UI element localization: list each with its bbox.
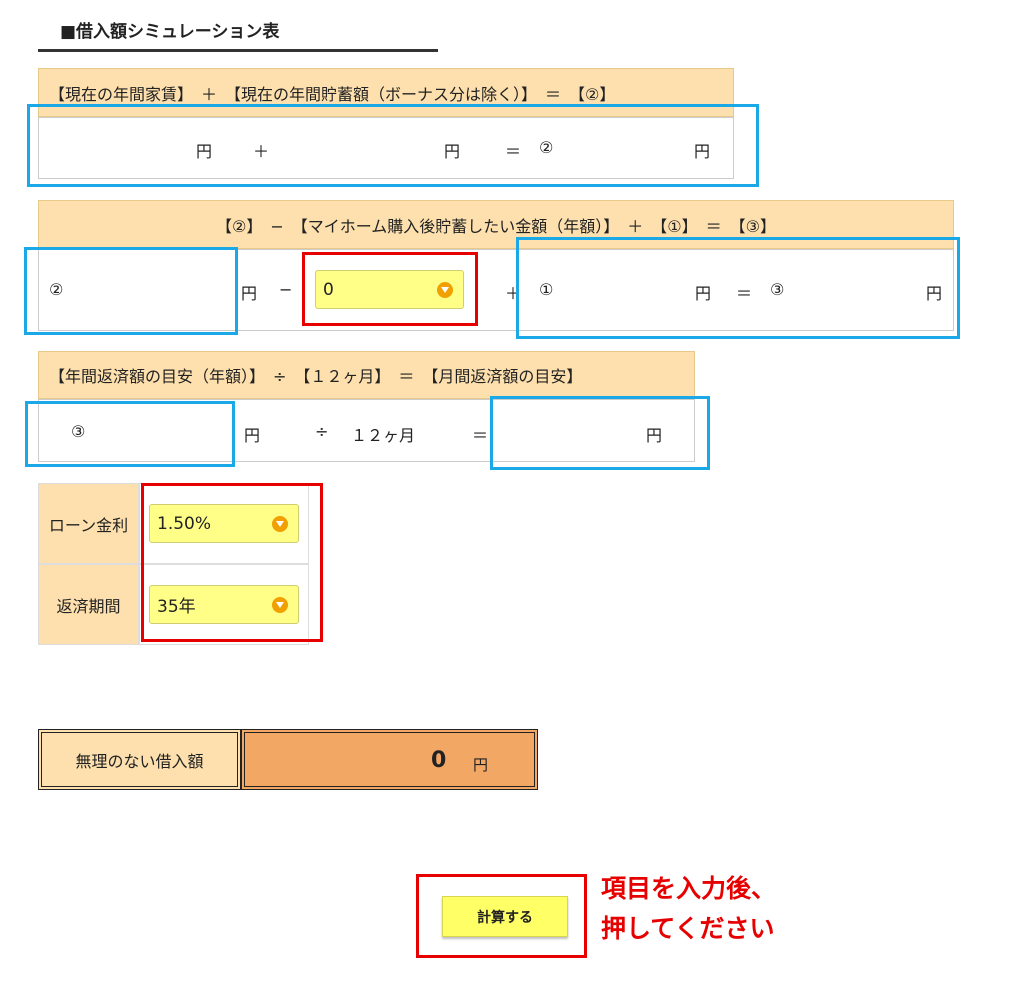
yen-label: 円	[241, 284, 258, 303]
equals-sign: ＝	[472, 426, 489, 445]
minus-sign: −	[279, 280, 293, 299]
calculate-button-label: 計算する	[477, 909, 533, 926]
chevron-down-icon	[437, 281, 453, 298]
section2-header: 【②】 − 【マイホーム購入後貯蓄したい金額（年額）】 ＋ 【①】 ＝ 【③】	[38, 200, 954, 249]
select-value: 35年	[157, 597, 196, 617]
highlight-box-red	[141, 483, 323, 642]
result-value-cell: 0 円	[241, 729, 538, 790]
circle-2-label: ②	[539, 138, 554, 157]
instruction-line-2: 押してください	[601, 914, 775, 943]
highlight-box	[516, 237, 960, 339]
section1-row: 円 ＋ 円 ＝ ② 円	[38, 117, 734, 179]
loan-rate-label: ローン金利	[48, 515, 129, 535]
section3-header: 【年間返済額の目安（年額）】 ÷ 【１２ヶ月】 ＝ 【月間返済額の目安】	[38, 351, 695, 399]
highlight-box	[24, 247, 238, 335]
section2-header-text: 【②】 − 【マイホーム購入後貯蓄したい金額（年額）】 ＋ 【①】 ＝ 【③】	[216, 216, 776, 236]
circle-3-label: ③	[71, 422, 86, 441]
circle-2-label: ②	[49, 280, 64, 299]
loan-period-select[interactable]: 35年	[149, 585, 299, 624]
section3-row: ③ 円 ÷ １２ヶ月 ＝ 円	[38, 399, 695, 462]
highlight-box	[27, 104, 759, 187]
yen-label: 円	[926, 284, 943, 303]
result-label: 無理のない借入額	[75, 751, 204, 771]
highlight-box	[490, 396, 710, 470]
page-title: ■借入額シミュレーション表	[60, 22, 280, 42]
highlight-box	[25, 401, 235, 467]
instruction-note: 項目を入力後、 押してください	[601, 869, 776, 949]
yen-label: 円	[694, 142, 711, 161]
loan-period-label: 返済期間	[56, 596, 121, 616]
circle-3-label: ③	[770, 280, 785, 299]
chevron-down-icon	[272, 515, 288, 532]
yen-label: 円	[444, 142, 461, 161]
section1-header: 【現在の年間家賃】 ＋ 【現在の年間貯蓄額（ボーナス分は除く）】 ＝ 【②】	[38, 68, 734, 117]
calculate-button[interactable]: 計算する	[442, 896, 568, 937]
highlight-box-red	[416, 874, 587, 958]
section2-row: ② 円 − ＋ ① 円 ＝ ③ 円	[38, 249, 954, 331]
result-unit: 円	[473, 756, 489, 774]
equals-sign: ＝	[505, 142, 522, 161]
highlight-box-red	[302, 252, 478, 326]
circle-1-label: ①	[539, 280, 554, 299]
loan-rate-select[interactable]: 1.50%	[149, 504, 299, 543]
yen-label: 円	[646, 426, 663, 445]
select-value: 1.50%	[157, 513, 212, 534]
yen-label: 円	[196, 142, 213, 161]
loan-rate-label-cell: ローン金利	[38, 483, 139, 564]
section1-header-text: 【現在の年間家賃】 ＋ 【現在の年間貯蓄額（ボーナス分は除く）】 ＝ 【②】	[49, 84, 616, 104]
instruction-line-1: 項目を入力後、	[601, 874, 777, 903]
plus-sign: ＋	[253, 142, 270, 161]
result-label-cell: 無理のない借入額	[38, 729, 241, 790]
chevron-down-icon	[272, 596, 288, 613]
loan-period-label-cell: 返済期間	[38, 564, 139, 645]
yen-label: 円	[244, 426, 261, 445]
months-label: １２ヶ月	[351, 426, 416, 445]
divide-sign: ÷	[315, 422, 329, 441]
result-value: 0	[431, 748, 447, 773]
select-value: 0	[323, 279, 334, 300]
yen-label: 円	[695, 284, 712, 303]
equals-sign: ＝	[736, 284, 753, 303]
title-underline	[38, 49, 438, 52]
savings-amount-select[interactable]: 0	[315, 270, 464, 309]
section3-header-text: 【年間返済額の目安（年額）】 ÷ 【１２ヶ月】 ＝ 【月間返済額の目安】	[49, 367, 583, 386]
